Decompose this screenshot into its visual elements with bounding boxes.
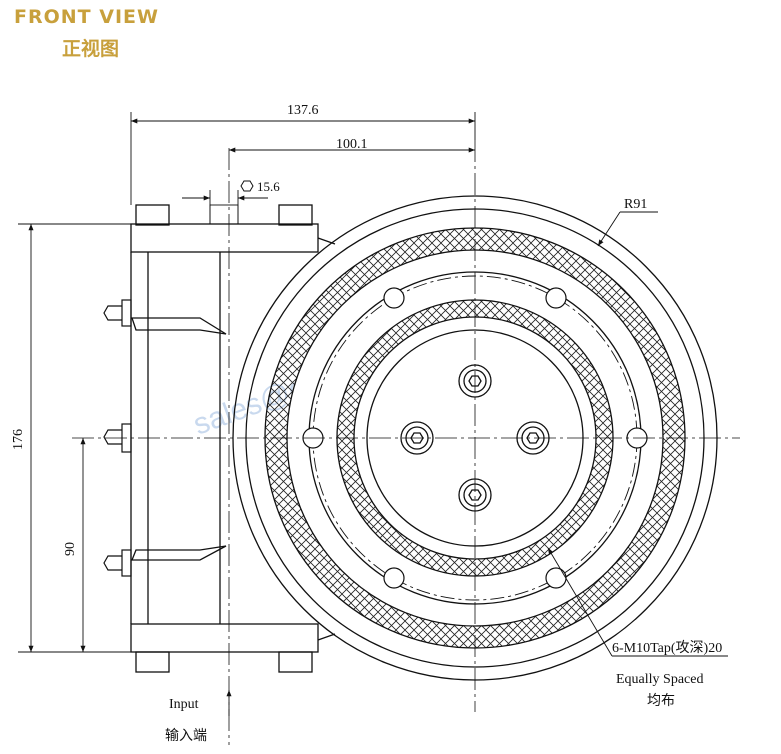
input-label: Input xyxy=(169,697,199,712)
dimension-lines xyxy=(18,112,728,716)
dim-hex: 15.6 xyxy=(257,179,280,194)
grease-nipple-upper xyxy=(103,299,132,327)
hex-bolt-right xyxy=(516,421,550,455)
tap-callout: 6-M10Tap(攻深)20 xyxy=(612,640,722,656)
tapped-hole xyxy=(383,287,405,309)
dim-center-offset: 100.1 xyxy=(336,137,368,152)
dim-height: 176 xyxy=(11,429,26,450)
tapped-hole xyxy=(383,567,405,589)
input-label-zh: 输入端 xyxy=(165,728,207,744)
equally-spaced-label-zh: 均布 xyxy=(647,693,675,709)
dim-shaft-height: 90 xyxy=(63,542,78,556)
dim-radius: R91 xyxy=(624,197,647,212)
hex-symbol-icon xyxy=(240,180,254,192)
view-title-en: FRONT VIEW xyxy=(14,6,159,28)
equally-spaced-label: Equally Spaced xyxy=(616,672,703,687)
hex-bolt-bottom xyxy=(458,478,492,512)
view-title-zh: 正视图 xyxy=(62,38,120,60)
tapped-hole xyxy=(545,567,567,589)
grease-nipple-lower xyxy=(103,549,132,577)
center-lines xyxy=(72,140,740,745)
tapped-hole xyxy=(545,287,567,309)
dim-overall-width: 137.6 xyxy=(287,103,319,118)
